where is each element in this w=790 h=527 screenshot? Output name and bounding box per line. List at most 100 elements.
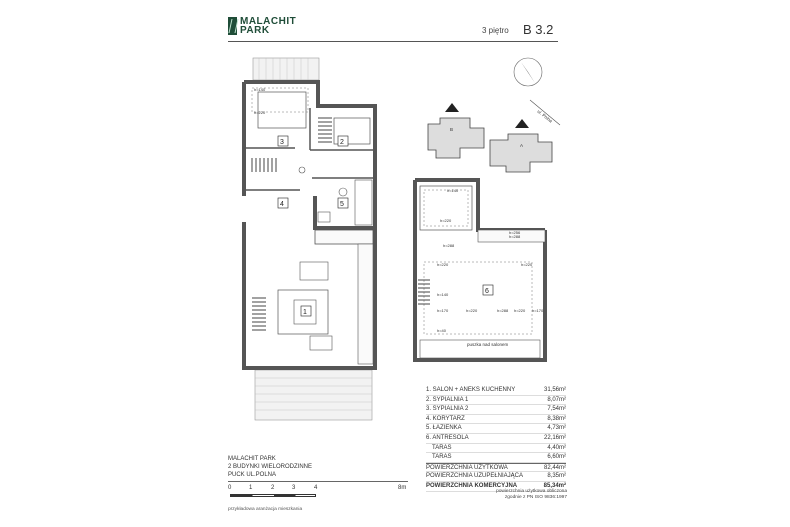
staircase-bedroom-1	[318, 117, 332, 143]
address-divider	[228, 481, 408, 482]
puszka-label: puszka nad salonem	[467, 342, 509, 347]
scale-unit: 8m	[398, 485, 407, 491]
logo-line-1: MALACHIT	[240, 16, 297, 27]
area-row: 2. SYPIALNIA 1 8,07m²	[426, 396, 566, 406]
area-label: 5. ŁAZIENKA	[426, 425, 462, 432]
area-value: 22,16m²	[543, 434, 566, 441]
height-zones-mezzanine	[423, 189, 533, 335]
height-label: h=170	[437, 308, 449, 313]
main-walls	[242, 80, 377, 370]
room-number-4: 4	[280, 201, 284, 208]
area-value: 31,56m²	[543, 387, 566, 393]
area-value: 8,07m²	[547, 396, 566, 403]
area-value: 7,54m²	[547, 406, 566, 413]
floor-label: 3 piętro	[482, 26, 509, 35]
staircase-living	[252, 297, 266, 331]
scale-tick: 0	[228, 485, 232, 491]
area-row: 4. KORYTARZ 8,38m²	[426, 415, 566, 425]
unit-marker-icon	[445, 103, 459, 112]
logo-mark-icon	[228, 17, 237, 35]
area-label: 2. SYPIALNIA 1	[426, 396, 469, 403]
bed-bedroom-2	[257, 91, 307, 129]
terrace-top-hatch	[258, 58, 309, 80]
total-label: POWIERZCHNIA KOMERCYJNA	[426, 482, 518, 489]
total-value: 85,34m²	[543, 482, 566, 489]
room-number-3: 3	[280, 139, 284, 146]
scale-bar: 0 1 2 3 4 8m	[228, 485, 408, 505]
street-line	[529, 99, 561, 126]
bathtub	[354, 179, 373, 226]
area-label: 1. SALON + ANEKS KUCHENNY	[426, 387, 516, 393]
key-plan	[427, 117, 553, 173]
room-number-2: 2	[340, 139, 344, 146]
header-divider	[228, 41, 558, 42]
staircase-mezzanine	[418, 279, 430, 305]
area-label: 4. KORYTARZ	[426, 415, 465, 422]
logo-text: MALACHIT PARK	[240, 16, 297, 36]
address-line-1: MALACHIT PARK	[228, 456, 276, 462]
area-value: 4,40m²	[547, 444, 566, 451]
address-block: MALACHIT PARK 2 BUDYNKI WIELORODZINNE PU…	[228, 455, 312, 479]
footnote-line-1: powierzchnia użytkowa obliczona	[496, 489, 567, 494]
interior-walls	[246, 108, 373, 191]
area-row: TARAS 6,60m²	[426, 453, 566, 463]
area-row: 6. ANTRESOLA 22,16m²	[426, 434, 566, 444]
unit-label: B 3.2	[523, 22, 554, 37]
total-label: POWIERZCHNIA UZUPEŁNIAJĄCA	[426, 473, 524, 480]
scale-bar-graphic	[230, 494, 316, 497]
staircase-bedroom-2	[251, 158, 277, 172]
dining-table	[299, 261, 329, 281]
area-row: 1. SALON + ANEKS KUCHENNY 31,56m²	[426, 386, 566, 396]
building-b-label: B	[450, 127, 453, 132]
area-value: 8,38m²	[547, 415, 566, 422]
washbasin	[317, 211, 331, 223]
height-label: h=220	[254, 110, 266, 115]
footnote-line-2: zgodnie z PN ISO 9836:1997	[504, 495, 567, 500]
terrace-bottom-hatch	[255, 377, 372, 411]
area-label: TARAS	[432, 454, 452, 461]
room-number-1: 1	[303, 309, 307, 316]
room-number-box-6	[482, 284, 494, 296]
height-label: h=140	[447, 188, 459, 193]
height-label: h=220	[466, 308, 478, 313]
mezzanine-bed	[419, 185, 473, 231]
height-label: h=288	[497, 308, 509, 313]
height-label: h=40	[437, 328, 447, 333]
height-zones-main	[251, 87, 309, 113]
scale-tick: 4	[314, 485, 318, 491]
armchair	[309, 335, 333, 351]
building-a-label: A	[520, 143, 523, 148]
toilet	[338, 187, 348, 197]
compass-icon	[513, 57, 543, 87]
address-line-2: 2 BUDYNKI WIELORODZINNE	[228, 464, 313, 470]
area-value: 6,60m²	[547, 454, 566, 461]
room-number-5: 5	[340, 201, 344, 208]
room-number-boxes-main	[277, 135, 349, 317]
wardrobe	[357, 243, 374, 365]
area-value: 4,73m²	[547, 425, 566, 432]
height-label: h=140	[437, 292, 449, 297]
scale-tick: 2	[271, 485, 275, 491]
street-label: ul. Polna	[536, 109, 553, 124]
height-label: h=220	[521, 262, 533, 267]
scale-tick: 1	[249, 485, 253, 491]
room-number-6: 6	[485, 288, 489, 295]
area-footnote: powierzchnia użytkowa obliczona zgodnie …	[479, 489, 567, 501]
total-value: 82,44m²	[543, 464, 566, 471]
height-label: h=170	[532, 308, 544, 313]
height-label: h=140	[254, 87, 266, 92]
height-label: h=288	[443, 243, 455, 248]
logo-line-2: PARK	[240, 25, 270, 36]
unit-marker-icon-a	[515, 119, 529, 128]
scale-tick: 3	[292, 485, 296, 491]
height-label: h=220	[440, 218, 452, 223]
height-label: h=220	[514, 308, 526, 313]
height-label: h=256	[509, 230, 521, 235]
scale-note: przykładowa aranżacja mieszkania	[228, 507, 303, 512]
area-label: 6. ANTRESOLA	[426, 434, 469, 441]
